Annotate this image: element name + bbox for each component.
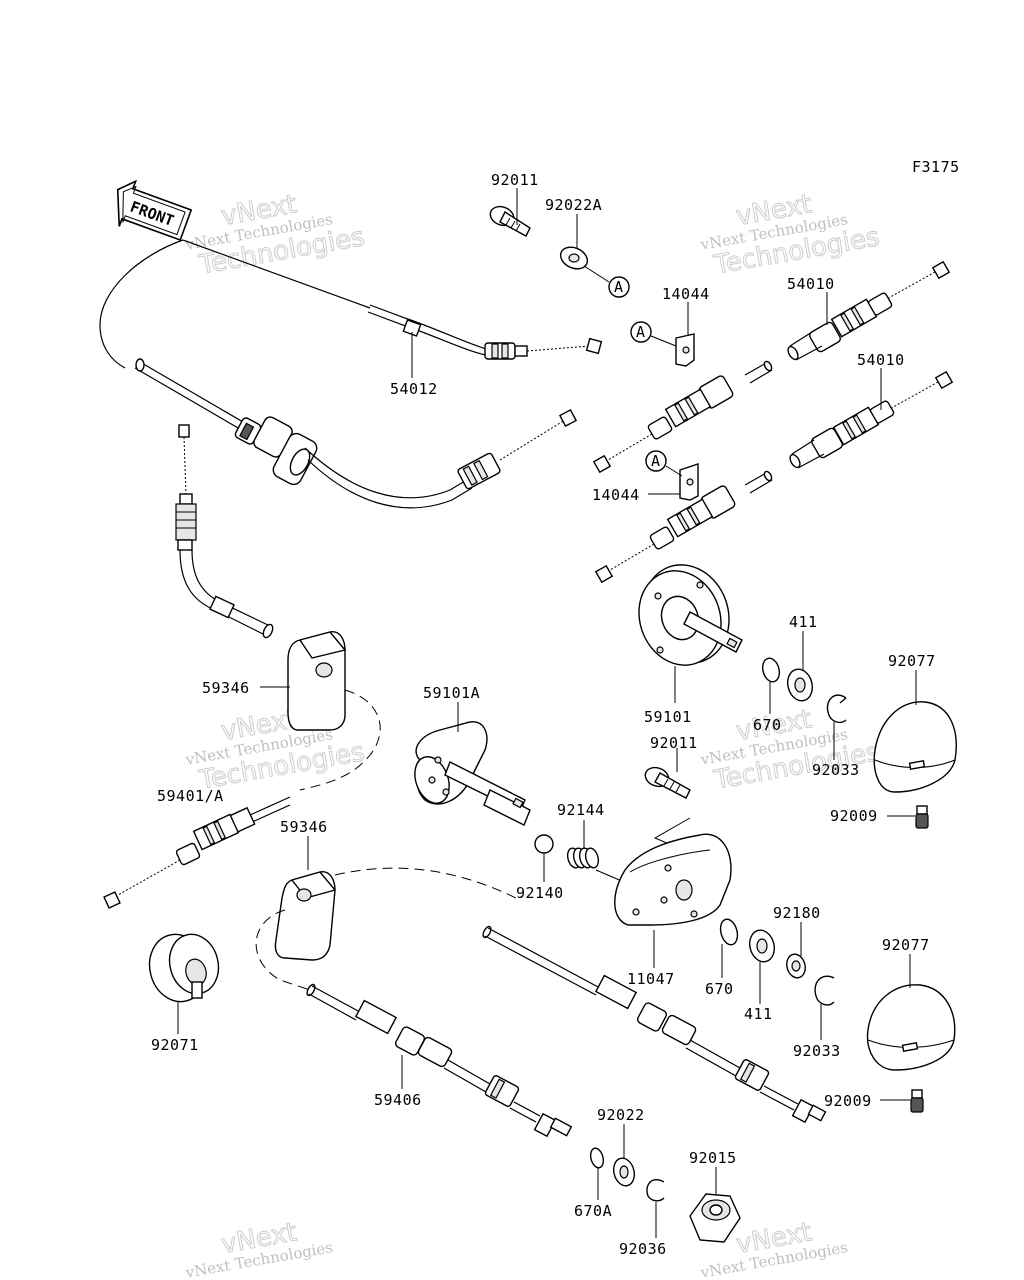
- washer-92180: [786, 953, 806, 979]
- part-label-54010: 54010: [787, 275, 835, 293]
- clip-92036: [646, 1178, 665, 1202]
- part-label-670A: 670A: [574, 1202, 612, 1220]
- bracket-14044-bottom: A: [645, 450, 699, 501]
- washer-411-lower: [748, 929, 776, 963]
- part-label-92140: 92140: [516, 884, 564, 902]
- spring-92144: [566, 847, 625, 883]
- pulley-59101: [638, 564, 743, 666]
- block-59346-lower: [255, 867, 521, 991]
- part-label-92009: 92009: [830, 807, 878, 825]
- part-label-54010: 54010: [857, 351, 905, 369]
- ref-a-label: A: [636, 323, 646, 341]
- part-label-92033: 92033: [812, 761, 860, 779]
- ref-a-label: A: [651, 452, 661, 470]
- part-label-670: 670: [705, 980, 734, 998]
- cable-lower-left: [134, 358, 578, 509]
- screw-92009-lower: [910, 1089, 924, 1113]
- part-label-92022: 92022: [597, 1106, 645, 1124]
- cable-59406-left: [306, 983, 573, 1138]
- part-labels: 92011 92022A 14044 54010 54010 54012 140…: [151, 171, 936, 1258]
- part-label-92011: 92011: [491, 171, 539, 189]
- part-label-59101A: 59101A: [423, 684, 480, 702]
- part-label-411: 411: [789, 613, 818, 631]
- clip-92033-upper: [826, 694, 847, 724]
- clip-92033-lower: [814, 975, 835, 1006]
- part-label-670: 670: [753, 716, 782, 734]
- part-label-92036: 92036: [619, 1240, 667, 1258]
- part-label-92015: 92015: [689, 1149, 737, 1167]
- washer-92022: [612, 1157, 636, 1187]
- bracket-11047: [614, 833, 732, 926]
- part-label-92011: 92011: [650, 734, 698, 752]
- part-label-92071: 92071: [151, 1036, 199, 1054]
- nut-92015: [689, 1193, 741, 1243]
- cable-59401: [103, 796, 291, 909]
- part-label-92077: 92077: [882, 936, 930, 954]
- ref-a-label: A: [614, 278, 624, 296]
- cable-54010-upper-right: [787, 260, 951, 361]
- cable-left-vertical: [175, 424, 274, 639]
- front-arrow-icon: FRONT: [116, 179, 193, 242]
- ball-92140: [534, 834, 554, 854]
- part-label-59101: 59101: [644, 708, 692, 726]
- washer-92022A: [559, 246, 589, 270]
- oring-670A: [589, 1147, 605, 1169]
- oring-670-lower: [719, 918, 739, 946]
- figure-code: F3175: [912, 158, 960, 176]
- part-label-92022A: 92022A: [545, 196, 602, 214]
- part-label-411: 411: [744, 1005, 773, 1023]
- screw-92009-upper: [915, 805, 929, 829]
- part-label-59401-A: 59401/A: [157, 787, 224, 805]
- block-59346-upper: [287, 631, 381, 791]
- part-label-11047: 11047: [627, 970, 675, 988]
- knob-92077-lower: [866, 984, 956, 1071]
- cylinder-92071: [148, 933, 220, 1003]
- part-label-92009: 92009: [824, 1092, 872, 1110]
- part-label-14044: 14044: [592, 486, 640, 504]
- drum-59101A: [414, 721, 531, 826]
- bracket-14044-top: A: [630, 321, 695, 367]
- knob-92077-upper: [873, 701, 957, 793]
- part-label-14044: 14044: [662, 285, 710, 303]
- cable-54010-low-left: [594, 470, 773, 584]
- part-label-92144: 92144: [557, 801, 605, 819]
- part-label-92033: 92033: [793, 1042, 841, 1060]
- cable-54010-mid-left: [592, 360, 773, 474]
- bolt-92011-top: [489, 205, 531, 237]
- part-label-92077: 92077: [888, 652, 936, 670]
- part-label-59346: 59346: [202, 679, 250, 697]
- washer-411-upper: [786, 668, 814, 702]
- part-label-54012: 54012: [390, 380, 438, 398]
- leader-lines: [177, 188, 917, 1238]
- cable-54010-mid-right: [789, 370, 954, 469]
- cable-59406-right: [482, 925, 827, 1124]
- part-label-92180: 92180: [773, 904, 821, 922]
- cable-54012: [99, 239, 603, 369]
- oring-670-upper: [761, 657, 781, 683]
- part-label-59406: 59406: [374, 1091, 422, 1109]
- ref-a-marker-1: A: [583, 265, 630, 298]
- part-label-59346: 59346: [280, 818, 328, 836]
